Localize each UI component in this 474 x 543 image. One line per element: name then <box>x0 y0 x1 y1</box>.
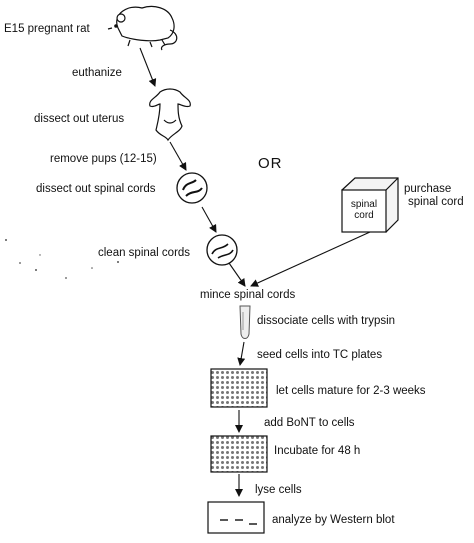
box-label-line1: spinal <box>350 199 378 210</box>
flow-arrows <box>139 47 371 497</box>
step-remove-pups: remove pups (12-15) <box>50 153 157 165</box>
tc-plate-icon <box>210 368 268 408</box>
box-label-line2: cord <box>354 210 374 221</box>
or-label: OR <box>258 155 283 172</box>
step-mince-cords: mince spinal cords <box>200 289 296 301</box>
trypsin-tube-icon <box>239 305 251 339</box>
spinal-cord-dish-icon <box>176 172 208 204</box>
step-euthanize: euthanize <box>72 67 122 79</box>
step-add-bont: add BoNT to cells <box>264 417 355 429</box>
western-blot-icon <box>207 501 265 534</box>
scan-speckles <box>5 239 119 279</box>
start-label: E15 pregnant rat <box>4 23 90 35</box>
step-seed: seed cells into TC plates <box>257 349 383 361</box>
step-clean-cords: clean spinal cords <box>98 247 191 259</box>
step-mature: let cells mature for 2-3 weeks <box>276 385 426 397</box>
step-lyse: lyse cells <box>255 484 302 496</box>
uterus-icon <box>149 88 191 142</box>
incubation-plate-icon <box>210 435 268 473</box>
spinal-cord-box-icon <box>341 177 399 233</box>
step-analyze: analyze by Western blot <box>272 514 395 526</box>
step-dissect-uterus: dissect out uterus <box>34 113 125 125</box>
clean-cord-dish-icon <box>206 234 238 266</box>
step-dissect-cords: dissect out spinal cords <box>36 183 156 195</box>
rat-icon <box>107 5 178 51</box>
step-incubate: Incubate for 48 h <box>274 445 361 457</box>
step-dissociate: dissociate cells with trypsin <box>257 315 396 327</box>
purchase-label-line2: spinal cord <box>408 196 464 208</box>
purchase-label-line1: purchase <box>404 183 452 195</box>
